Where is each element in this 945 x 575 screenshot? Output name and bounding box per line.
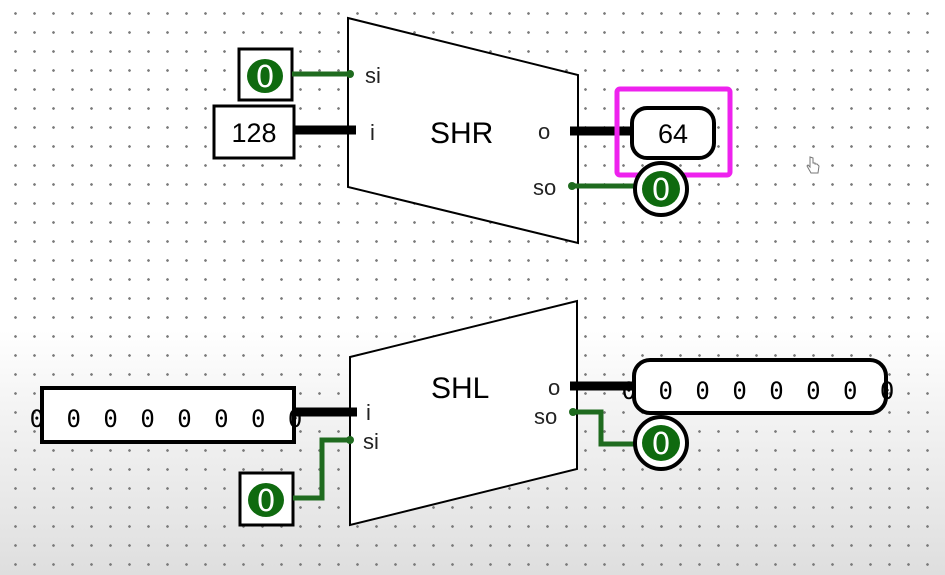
shr-input-si-bit[interactable] [247,59,283,93]
shr-wire-si-junction [346,70,354,78]
shr-pin-so-label: so [533,175,556,200]
shr-output-so-bit [642,171,680,207]
shr-component[interactable]: SHR si i o so 0 128 64 0 [212,16,733,245]
shl-output-so-value: 0 [651,427,670,462]
shr-output-so-value: 0 [651,173,670,208]
shr-input-i-box[interactable] [212,104,296,160]
shr-input-si-value: 0 [255,60,274,95]
shr-input-i-value: 128 [231,118,276,148]
shl-pin-o-label: o [548,375,560,400]
shl-wire-si-junction [346,436,354,444]
shr-gate-title: SHR [430,117,493,150]
shl-output-so-bit [642,425,680,461]
shl-output-o-box [632,358,888,415]
shl-pin-si-label: si [363,429,379,454]
shl-pin-i-label: i [366,400,371,425]
shr-pin-si-label: si [365,63,381,88]
shl-input-si-value: 0 [256,484,275,519]
shr-pin-i-label: i [370,120,375,145]
shr-wire-so-junction [568,182,576,190]
shl-wire-so[interactable] [573,409,640,447]
shr-pin-o-label: o [538,119,550,144]
shl-gate-title: SHL [431,372,489,405]
hand-pointer-icon [806,156,820,174]
shl-component[interactable]: SHL i si o so 0 0 0 0 0 0 0 0 0 0 0 0 0 … [30,299,899,527]
shl-gate-body[interactable] [349,299,578,527]
shl-wire-so-junction [569,408,577,416]
shl-pin-so-label: so [534,404,557,429]
shr-output-o-box [630,106,716,160]
shr-output-o-value: 64 [658,119,688,149]
shl-output-o-value: 0 0 0 0 0 0 0 0 [622,377,899,405]
shl-input-i-value: 0 0 0 0 0 0 0 0 [30,405,307,433]
shl-wire-si[interactable] [293,437,350,501]
shl-input-i-box[interactable] [40,386,296,444]
shl-input-si-bit[interactable] [248,483,284,517]
